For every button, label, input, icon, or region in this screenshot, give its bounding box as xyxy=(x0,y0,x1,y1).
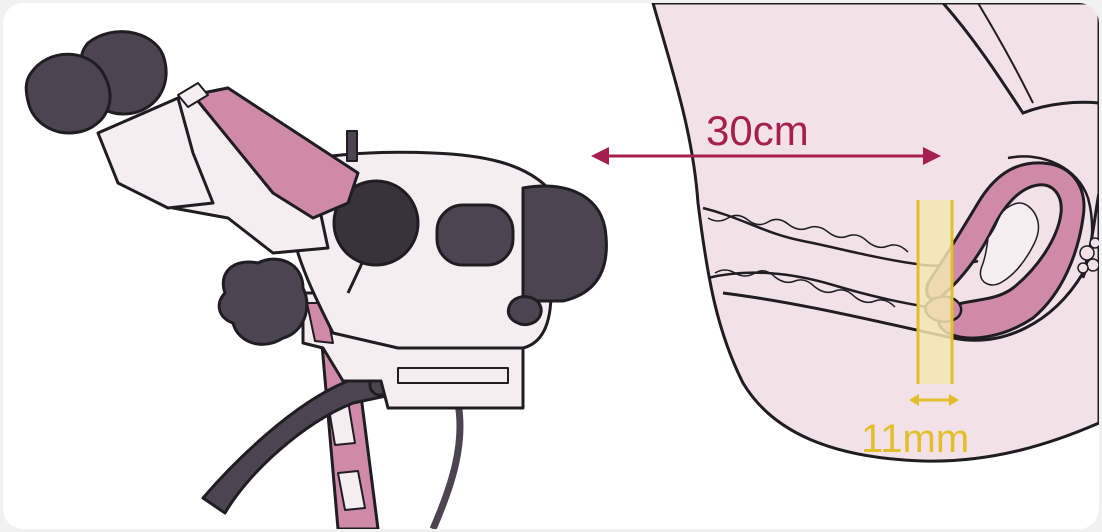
pelvic-cross-section-icon xyxy=(653,3,1099,461)
arrow-left-head-icon xyxy=(591,147,609,165)
mount-bracket-slot xyxy=(398,368,508,383)
colposcope-icon xyxy=(26,32,606,529)
cable xyxy=(433,403,460,529)
filter-window xyxy=(437,205,513,265)
depth-band xyxy=(918,200,952,384)
diagram-canvas: 11mm 30cm xyxy=(3,3,1099,529)
lamp-housing xyxy=(523,186,606,301)
depth-label: 11mm xyxy=(861,417,969,461)
focus-knob-cluster xyxy=(219,259,307,344)
eyepiece-front xyxy=(26,54,110,133)
distance-label: 30cm xyxy=(706,107,809,154)
top-pin-right xyxy=(347,131,357,161)
side-port xyxy=(508,297,541,325)
diagram-card: 11mm 30cm xyxy=(3,3,1099,529)
